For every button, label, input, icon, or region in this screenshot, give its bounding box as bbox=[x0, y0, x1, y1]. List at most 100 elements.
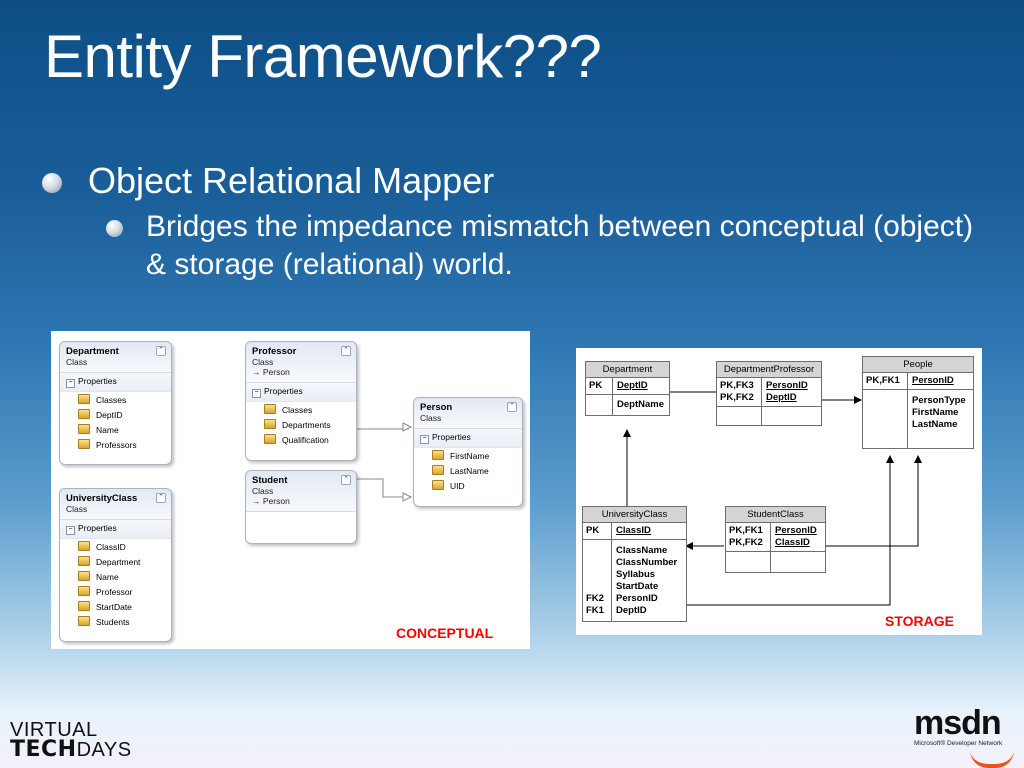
class-header: Person Class ⌃ bbox=[414, 398, 522, 429]
table-name: People bbox=[863, 357, 973, 373]
properties-section[interactable]: −Properties bbox=[414, 429, 522, 448]
class-universityclass[interactable]: UniversityClass Class ⌃ −Properties Clas… bbox=[59, 488, 172, 642]
class-property: Professor bbox=[60, 584, 171, 599]
table-studentclass[interactable]: StudentClass PK,FK1 PK,FK2 PersonID Clas… bbox=[725, 506, 826, 573]
field-text: DeptID bbox=[616, 605, 647, 616]
field-text: PersonID bbox=[766, 380, 808, 391]
table-departmentprofessor[interactable]: DepartmentProfessor PK,FK3 PK,FK2 Person… bbox=[716, 361, 822, 426]
class-kind: Class bbox=[252, 486, 274, 496]
property-name: StartDate bbox=[96, 602, 132, 612]
key-text: PK,FK3 bbox=[720, 380, 754, 391]
class-property: ClassID bbox=[60, 539, 171, 554]
class-property: LastName bbox=[414, 463, 522, 478]
class-property: FirstName bbox=[414, 448, 522, 463]
key-cell: PK bbox=[586, 378, 613, 394]
property-icon bbox=[432, 465, 444, 475]
property-name: Name bbox=[96, 425, 119, 435]
table-universityclass[interactable]: UniversityClass PK ClassID FK2 FK1 Class… bbox=[582, 506, 687, 622]
class-kind: Class bbox=[420, 413, 442, 423]
properties-section[interactable]: −Properties bbox=[60, 520, 171, 539]
class-kind: Class bbox=[252, 357, 274, 367]
table-name: StudentClass bbox=[726, 507, 825, 523]
property-name: Professors bbox=[96, 440, 137, 450]
property-icon bbox=[78, 424, 90, 434]
properties-section[interactable]: −Properties bbox=[246, 383, 356, 402]
bullet-level2-text: Bridges the impedance mismatch between c… bbox=[146, 210, 974, 281]
class-property: Departments bbox=[246, 417, 356, 432]
field-text: PersonID bbox=[775, 525, 817, 536]
field-cell: ClassName ClassNumber Syllabus StartDate… bbox=[612, 540, 681, 621]
property-name: DeptID bbox=[96, 410, 123, 420]
field-cell: PersonID ClassID bbox=[771, 523, 821, 551]
class-kind: Class bbox=[66, 357, 88, 367]
field-text: ClassNumber bbox=[616, 557, 678, 568]
class-professor[interactable]: Professor Class → Person ⌃ −Properties C… bbox=[245, 341, 357, 461]
class-property: Classes bbox=[246, 402, 356, 417]
property-name: LastName bbox=[450, 466, 489, 476]
field-text: Syllabus bbox=[616, 569, 656, 580]
base-class: → Person bbox=[252, 367, 290, 377]
class-student[interactable]: Student Class → Person ⌃ bbox=[245, 470, 357, 544]
property-icon bbox=[78, 586, 90, 596]
key-cell: PK,FK3 PK,FK2 bbox=[717, 378, 762, 406]
field-cell bbox=[771, 552, 779, 572]
key-cell bbox=[863, 390, 908, 448]
property-name: Departments bbox=[282, 420, 331, 430]
collapse-icon[interactable]: ⌃ bbox=[341, 475, 351, 485]
key-text: FK1 bbox=[586, 605, 604, 616]
table-name: Department bbox=[586, 362, 669, 378]
key-cell: PK bbox=[583, 523, 612, 539]
class-header: Department Class ⌃ bbox=[60, 342, 171, 373]
class-person[interactable]: Person Class ⌃ −Properties FirstName Las… bbox=[413, 397, 523, 507]
logo-days: DAYS bbox=[76, 739, 132, 761]
property-icon bbox=[432, 480, 444, 490]
property-icon bbox=[78, 601, 90, 611]
conceptual-label: CONCEPTUAL bbox=[396, 625, 494, 641]
bullet-dot-icon bbox=[106, 220, 123, 237]
table-row: PK,FK3 PK,FK2 PersonID DeptID bbox=[717, 378, 821, 407]
key-cell: FK2 FK1 bbox=[583, 540, 612, 621]
class-property: StartDate bbox=[60, 599, 171, 614]
property-name: Name bbox=[96, 572, 119, 582]
section-label: Properties bbox=[432, 432, 471, 442]
class-property: Students bbox=[60, 614, 171, 629]
inheritance-connectors bbox=[356, 422, 413, 502]
base-class: → Person bbox=[252, 496, 290, 506]
class-name: Student bbox=[252, 475, 288, 486]
bullet-level1-text: Object Relational Mapper bbox=[88, 160, 495, 201]
field-cell bbox=[762, 407, 770, 425]
key-cell: PK,FK1 PK,FK2 bbox=[726, 523, 771, 551]
table-row: PK ClassID bbox=[583, 523, 686, 540]
field-cell: DeptName bbox=[617, 399, 664, 410]
table-people[interactable]: People PK,FK1 PersonID PersonType FirstN… bbox=[862, 356, 974, 449]
section-label: Properties bbox=[264, 386, 303, 396]
logo-tech: TECH bbox=[10, 737, 77, 762]
key-cell bbox=[586, 395, 613, 415]
field-text: DeptID bbox=[766, 392, 797, 403]
collapse-icon[interactable]: ⌃ bbox=[507, 402, 517, 412]
table-row: PK,FK1 PersonID bbox=[863, 373, 973, 390]
table-name: UniversityClass bbox=[583, 507, 686, 523]
class-header: Student Class → Person ⌃ bbox=[246, 471, 356, 512]
collapse-icon[interactable]: ⌃ bbox=[156, 346, 166, 356]
class-department[interactable]: Department Class ⌃ −Properties Classes D… bbox=[59, 341, 172, 465]
slide-title: Entity Framework??? bbox=[44, 23, 602, 90]
storage-diagram-panel: Department PK DeptID DeptName Department… bbox=[576, 348, 982, 635]
property-icon bbox=[264, 419, 276, 429]
class-kind: Class bbox=[66, 504, 88, 514]
collapse-icon[interactable]: ⌃ bbox=[341, 346, 351, 356]
collapse-icon[interactable]: ⌃ bbox=[156, 493, 166, 503]
table-row: PersonType FirstName LastName bbox=[863, 390, 973, 448]
property-name: Department bbox=[96, 557, 141, 567]
field-text: PersonID bbox=[616, 593, 658, 604]
table-department[interactable]: Department PK DeptID DeptName bbox=[585, 361, 670, 416]
class-header: UniversityClass Class ⌃ bbox=[60, 489, 171, 520]
property-name: Qualification bbox=[282, 435, 329, 445]
field-text: PersonType bbox=[912, 395, 966, 406]
properties-section[interactable]: −Properties bbox=[60, 373, 171, 392]
field-cell: ClassID bbox=[616, 525, 651, 536]
virtual-techdays-logo: VIRTUAL TECHDAYS bbox=[10, 720, 132, 762]
field-cell: PersonID bbox=[912, 375, 954, 386]
key-text: PK,FK2 bbox=[729, 537, 763, 548]
property-icon bbox=[78, 409, 90, 419]
